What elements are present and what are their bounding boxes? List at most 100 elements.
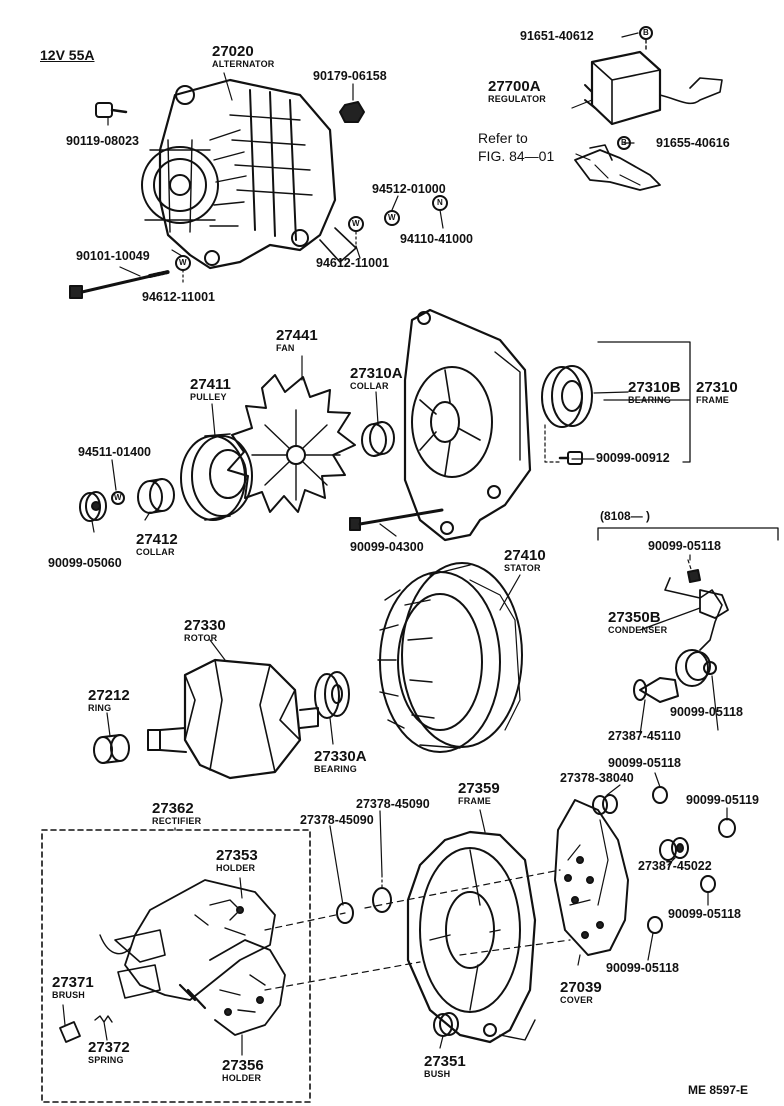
part-91655-40616: 91655-40616 [656, 136, 730, 150]
part-90099-05118-c: 90099-05118 [608, 756, 681, 770]
part-94512-01000: 94512-01000 [372, 182, 446, 196]
part-27310a-name: COLLAR [350, 381, 389, 391]
part-27378-45090-b: 27378-45090 [356, 797, 430, 811]
part-90101-10049: 90101-10049 [76, 249, 150, 263]
stator-drawing [377, 562, 523, 753]
through-bolt-drawing [349, 508, 444, 531]
part-94612-11001-a: 94612-11001 [316, 256, 389, 270]
part-27359-number: 27359 [458, 780, 500, 797]
part-27353-number: 27353 [216, 847, 258, 864]
part-27378-38040: 27378-38040 [560, 771, 634, 785]
part-27411-number: 27411 [190, 376, 231, 393]
part-94511-01400: 94511-01400 [78, 445, 151, 459]
part-27351-name: BUSH [424, 1069, 451, 1079]
bolt-90119-drawing [95, 102, 128, 118]
part-27411-name: PULLEY [190, 392, 227, 402]
symbol-w-2: W [352, 219, 360, 228]
part-27020-name: ALTERNATOR [212, 59, 275, 69]
nut-05118d-drawing [700, 875, 716, 893]
rear-frame-drawing [406, 830, 537, 1044]
part-27441-number: 27441 [276, 327, 318, 344]
part-90099-05118-d: 90099-05118 [668, 907, 741, 921]
part-90099-05119: 90099-05119 [686, 793, 759, 807]
part-90099-05060: 90099-05060 [48, 556, 122, 570]
part-27412-number: 27412 [136, 531, 178, 548]
nut-05060-drawing [79, 491, 107, 522]
fan-drawing [227, 374, 356, 513]
symbol-w-3: W [179, 258, 187, 267]
part-27412-name: COLLAR [136, 547, 175, 557]
part-90099-05118-a: 90099-05118 [648, 539, 721, 553]
front-frame-drawing [403, 308, 532, 542]
washer-94612a-drawing [348, 216, 364, 232]
part-27330-number: 27330 [184, 617, 226, 634]
part-94110-41000: 94110-41000 [400, 232, 473, 246]
alternator-drawing [141, 78, 357, 270]
terminal-45022-drawing [659, 837, 689, 861]
part-27039-number: 27039 [560, 979, 602, 996]
part-27310b-name: BEARING [628, 395, 671, 405]
symbol-b-1: B [643, 28, 649, 37]
part-27350b-name: CONDENSER [608, 625, 668, 635]
brush-drawing [59, 1021, 81, 1043]
part-27387-45022: 27387-45022 [638, 859, 712, 873]
part-27212-name: RING [88, 703, 112, 713]
part-27372-number: 27372 [88, 1039, 130, 1056]
part-27362-name: RECTIFIER [152, 816, 202, 826]
bearing-27310b-drawing [541, 365, 593, 428]
part-27020-number: 27020 [212, 43, 254, 60]
part-27362-number: 27362 [152, 800, 194, 817]
bearing-27330a-drawing [314, 671, 350, 719]
screw-00912-drawing [544, 424, 583, 465]
part-27700a-number: 27700A [488, 78, 541, 95]
spec-label: 12V 55A [40, 47, 95, 63]
serial-range: (8108— ) [600, 509, 651, 523]
part-90119-08023: 90119-08023 [66, 134, 139, 148]
nut-05119-drawing [718, 818, 736, 838]
part-27310-number: 27310 [696, 379, 738, 396]
part-27371-number: 27371 [52, 974, 94, 991]
washer-94512-drawing [384, 210, 400, 226]
part-27310b-number: 27310B [628, 379, 681, 396]
refer-line-2: FIG. 84—01 [478, 148, 555, 164]
part-27410-name: STATOR [504, 563, 541, 573]
part-90099-00912: 90099-00912 [596, 451, 670, 465]
part-90099-05118-e: 90099-05118 [606, 961, 679, 975]
figure-code: ME 8597-E [688, 1083, 749, 1097]
part-27351-number: 27351 [424, 1053, 466, 1070]
long-bolt-drawing [69, 270, 170, 299]
part-94612-11001-b: 94612-11001 [142, 290, 215, 304]
part-27700a-name: REGULATOR [488, 94, 546, 104]
leader-lines [62, 32, 728, 1056]
nut-05118e-drawing [647, 916, 663, 934]
part-27350b-number: 27350B [608, 609, 661, 626]
part-27387-45110: 27387-45110 [608, 729, 681, 743]
rotor-drawing [147, 658, 319, 780]
symbol-w-1: W [388, 213, 396, 222]
terminal-38040-drawing [592, 794, 618, 815]
rectifier-box [41, 829, 311, 1103]
symbol-n-1: N [437, 198, 443, 207]
nut-05118c-drawing [652, 786, 668, 804]
collar-27310a-drawing [361, 421, 395, 457]
part-27371-name: BRUSH [52, 990, 86, 1000]
part-27356-number: 27356 [222, 1057, 264, 1074]
symbol-w-4: W [114, 493, 122, 502]
washer-94511-drawing [111, 491, 125, 505]
condenser-drawing [633, 559, 729, 703]
pulley-drawing [180, 433, 253, 521]
part-27441-name: FAN [276, 343, 295, 353]
part-27330a-number: 27330A [314, 748, 367, 765]
ring-drawing [93, 734, 130, 764]
part-27212-number: 27212 [88, 687, 130, 704]
part-27310-name: FRAME [696, 395, 729, 405]
part-27410-number: 27410 [504, 547, 546, 564]
part-27039-name: COVER [560, 995, 594, 1005]
part-90099-05118-b: 90099-05118 [670, 705, 743, 719]
bracket-drawing [574, 136, 661, 191]
part-27330-name: ROTOR [184, 633, 218, 643]
part-27372-name: SPRING [88, 1055, 124, 1065]
part-90179-06158: 90179-06158 [313, 69, 387, 83]
part-27356-name: HOLDER [222, 1073, 262, 1083]
